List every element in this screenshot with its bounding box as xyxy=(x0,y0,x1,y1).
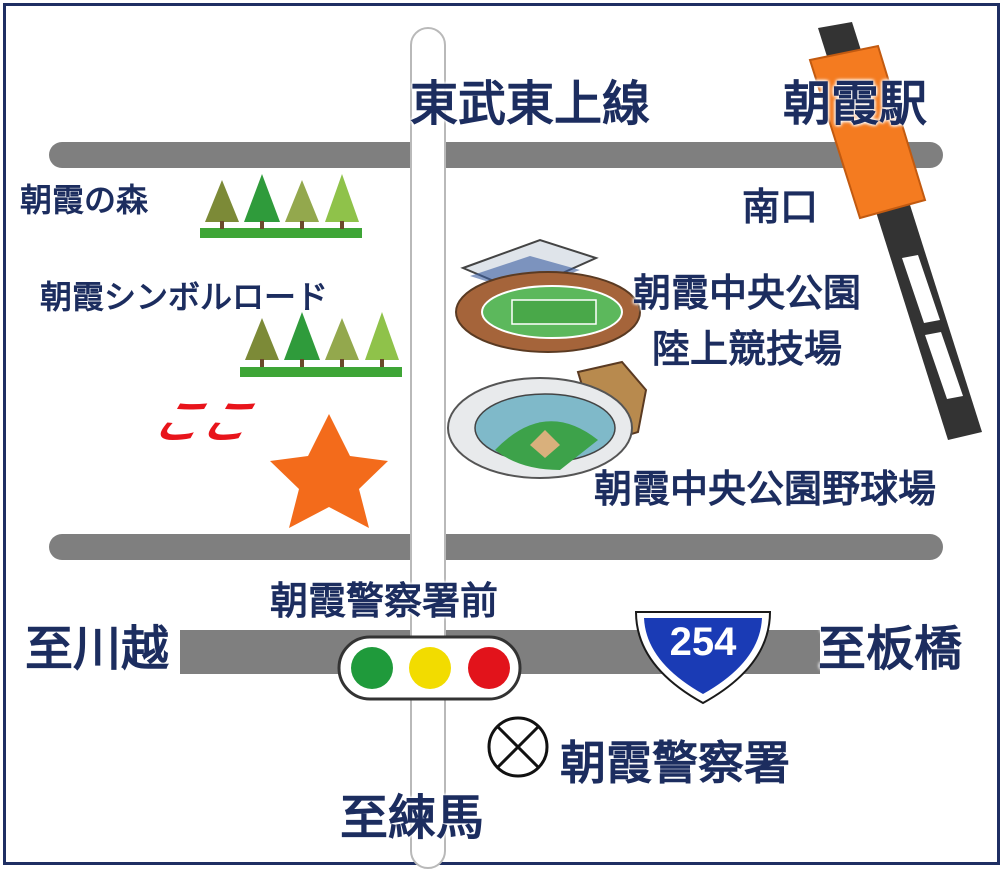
tree-icon xyxy=(284,312,320,367)
station-label: 朝霞駅 xyxy=(783,76,928,132)
station-icon xyxy=(808,44,927,220)
tree-icon xyxy=(285,180,319,229)
stadium-label-line1: 朝霞中央公園 xyxy=(633,271,862,315)
direction-nerima-label: 至練馬 xyxy=(340,790,485,846)
south-exit-label: 南口 xyxy=(742,185,819,229)
tree-icon xyxy=(205,180,239,229)
star-marker-icon xyxy=(270,414,388,528)
map-frame xyxy=(3,3,1000,865)
route-shield-icon xyxy=(634,611,772,705)
route-number-label: 254 xyxy=(669,620,737,664)
road-vertical xyxy=(410,27,446,869)
tree-icon xyxy=(325,174,359,229)
here-label: ここ xyxy=(145,394,261,450)
police-station-label: 朝霞警察署 xyxy=(560,736,790,790)
baseball-stadium-label: 朝霞中央公園野球場 xyxy=(594,467,937,511)
police-station-icon xyxy=(487,716,549,778)
tree-icon xyxy=(244,174,280,229)
tree-icon xyxy=(325,318,359,367)
tree-icon xyxy=(245,318,279,367)
railway-line-label: 東武東上線 xyxy=(410,76,651,132)
forest-label: 朝霞の森 xyxy=(20,181,149,219)
symbol-road-trees xyxy=(240,312,402,377)
forest-trees xyxy=(200,174,362,238)
police-front-label: 朝霞警察署前 xyxy=(270,579,499,623)
tree-icon xyxy=(365,312,399,367)
stadium-icon xyxy=(455,238,641,353)
symbol-road-label: 朝霞シンボルロード xyxy=(40,278,329,316)
direction-itabashi-label: 至板橋 xyxy=(818,621,963,677)
direction-kawagoe-label: 至川越 xyxy=(25,621,170,677)
baseball-stadium-icon xyxy=(447,360,648,479)
traffic-light-icon xyxy=(337,635,522,701)
stadium-label-line2: 陸上競技場 xyxy=(652,327,843,371)
